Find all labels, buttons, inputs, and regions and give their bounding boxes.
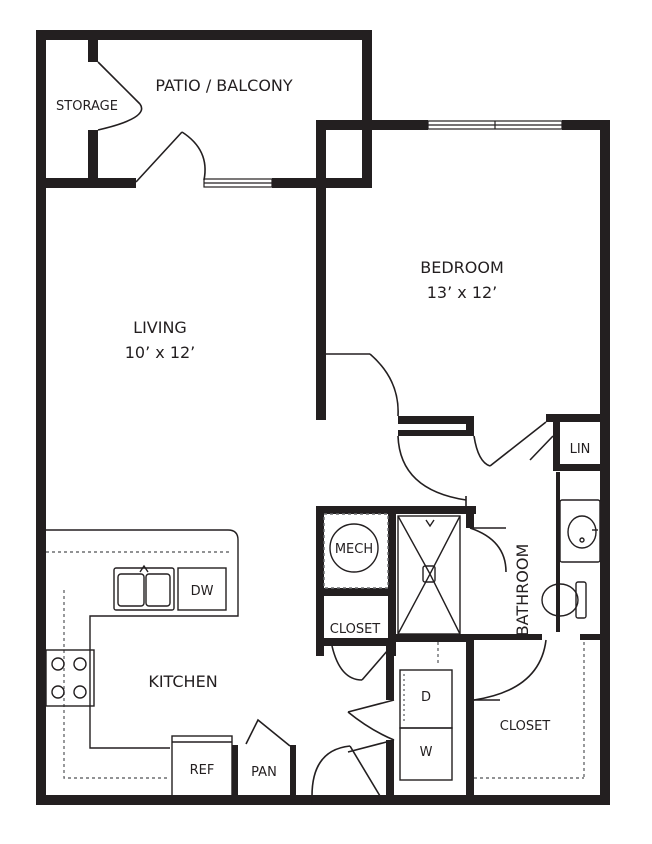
doors [97, 61, 554, 797]
bath-fixtures [323, 499, 601, 781]
room-label-bathroom: BATHROOM [513, 544, 532, 637]
appliance-label-washer: W [420, 745, 433, 760]
room-label-closet-bath: CLOSET [500, 719, 551, 734]
appliance-label-dryer: D [421, 690, 431, 705]
room-label-lin: LIN [570, 442, 591, 457]
room-labels: PATIO / BALCONY STORAGE LIVING 10’ x 12’… [56, 76, 590, 780]
room-label-patio: PATIO / BALCONY [155, 76, 293, 95]
room-label-kitchen: KITCHEN [148, 672, 217, 691]
room-label-mech: MECH [335, 542, 373, 557]
walls [36, 30, 610, 805]
appliance-label-dw: DW [191, 584, 214, 599]
room-label-storage: STORAGE [56, 99, 118, 114]
room-label-living: LIVING [133, 318, 187, 337]
room-label-closet-small: CLOSET [330, 622, 381, 637]
room-dims-bedroom: 13’ x 12’ [427, 283, 498, 302]
room-label-bedroom: BEDROOM [420, 258, 504, 277]
room-label-pan: PAN [251, 765, 277, 780]
appliance-label-ref: REF [190, 763, 215, 778]
room-dims-living: 10’ x 12’ [125, 343, 196, 362]
kitchen-counters [45, 529, 239, 797]
windows [203, 120, 563, 805]
